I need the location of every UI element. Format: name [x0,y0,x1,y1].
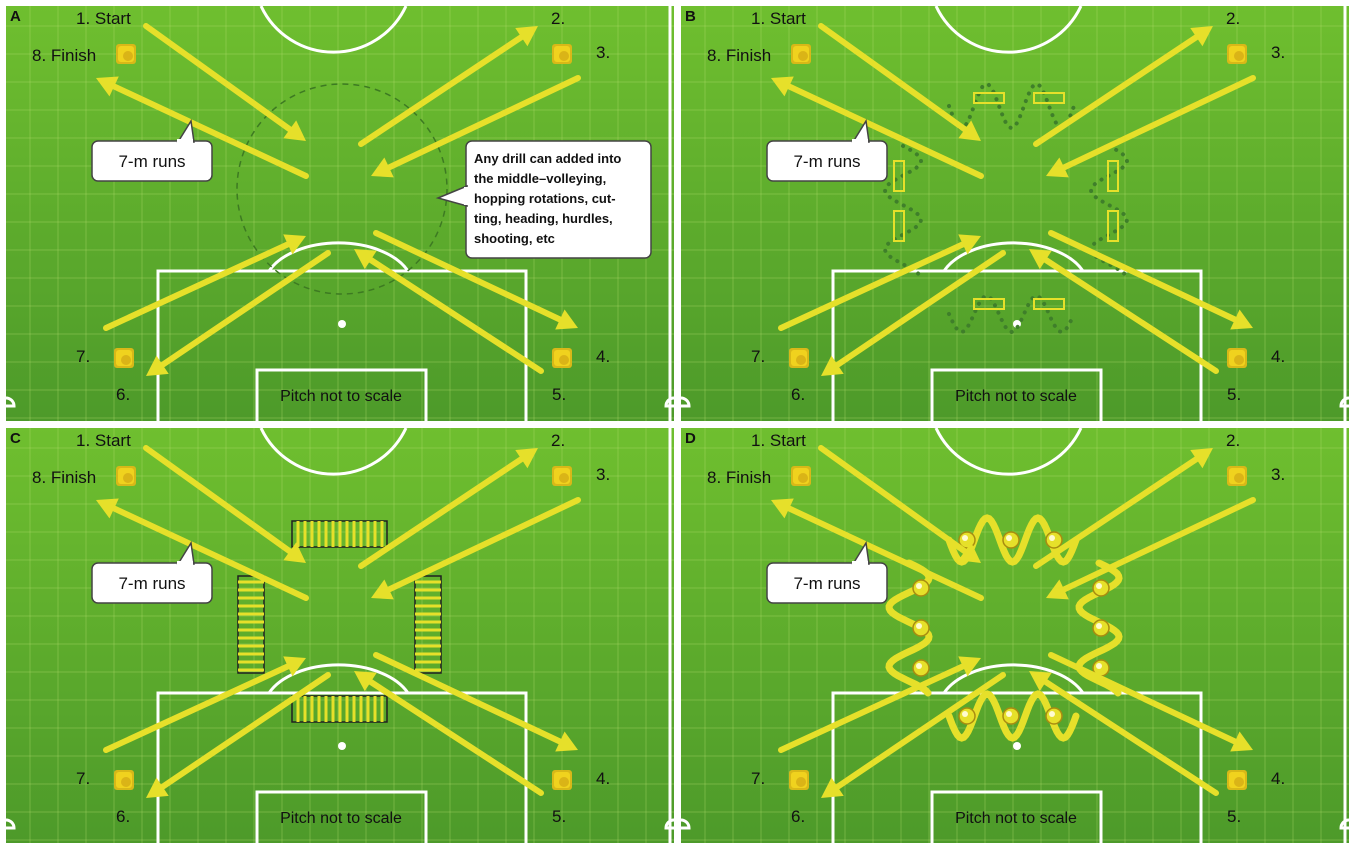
cone-icon [789,770,809,790]
label-finish: 8. Finish [32,46,96,65]
pitch-note: Pitch not to scale [280,810,402,827]
ball-icon [1003,532,1019,548]
cone-icon [1227,348,1247,368]
label-cone-7: 7. [751,347,765,366]
label-cone-5: 5. [552,807,566,826]
label-cone-3: 3. [596,465,610,484]
label-finish: 8. Finish [707,46,771,65]
label-cone-7: 7. [76,769,90,788]
label-cone-4: 4. [596,347,610,366]
label-finish: 8. Finish [32,468,96,487]
label-finish: 8. Finish [707,468,771,487]
cone-icon [114,348,134,368]
label-cone-5: 5. [1227,807,1241,826]
ball-icon [1003,708,1019,724]
panel-c: 1. Start 8. Finish 2. 3. 4. 5. 6. 7. C Pitch not … [6,428,674,843]
penalty-spot [338,742,346,750]
label-cone-5: 5. [552,385,566,404]
panel-b: 1. Start 8. Finish 2. 3. 4. 5. 6. 7. B Pitch not … [681,6,1349,421]
label-cone-6: 6. [116,385,130,404]
cone-icon [552,44,572,64]
panel-letter: C [10,430,21,447]
label-cone-2: 2. [551,431,565,450]
label-cone-6: 6. [791,807,805,826]
label-cone-6: 6. [116,807,130,826]
label-cone-7: 7. [751,769,765,788]
pitch-note: Pitch not to scale [955,388,1077,405]
label-cone-6: 6. [791,385,805,404]
callout-text: 7-m runs [118,152,185,171]
ball-icon [913,580,929,596]
penalty-spot [338,320,346,328]
penalty-spot [1013,742,1021,750]
cone-icon [1227,44,1247,64]
pitch-background [681,6,1349,421]
cone-icon [791,466,811,486]
panel-letter: D [685,430,696,447]
cone-icon [789,348,809,368]
label-cone-5: 5. [1227,385,1241,404]
label-cone-4: 4. [1271,769,1285,788]
label-cone-2: 2. [1226,431,1240,450]
ball-icon [913,660,929,676]
cone-icon [114,770,134,790]
label-cone-4: 4. [596,769,610,788]
label-start: 1. Start [751,9,806,28]
cone-icon [552,770,572,790]
panel-d: 1. Start 8. Finish 2. 3. 4. 5. 6. 7. D Pitch not … [681,428,1349,843]
label-start: 1. Start [751,431,806,450]
callout-text: 7-m runs [793,574,860,593]
cone-icon [552,466,572,486]
label-cone-4: 4. [1271,347,1285,366]
label-cone-2: 2. [551,9,565,28]
cone-icon [552,348,572,368]
label-cone-2: 2. [1226,9,1240,28]
ball-icon [1093,620,1109,636]
label-start: 1. Start [76,431,131,450]
drill-note: Any drill can added into the middle–volle… [438,141,651,258]
label-cone-7: 7. [76,347,90,366]
cone-icon [1227,466,1247,486]
note-line: shooting, etc [474,231,555,246]
panel-letter: B [685,8,696,25]
pitch-background [681,428,1349,843]
cone-icon [116,44,136,64]
label-cone-3: 3. [596,43,610,62]
callout-text: 7-m runs [793,152,860,171]
note-line: Any drill can added into [474,151,621,166]
cone-icon [116,466,136,486]
panel-letter: A [10,8,21,25]
label-start: 1. Start [76,9,131,28]
ball-icon [1046,532,1062,548]
ball-icon [913,620,929,636]
pitch-note: Pitch not to scale [280,388,402,405]
callout-text: 7-m runs [118,574,185,593]
ball-icon [959,708,975,724]
note-line: hopping rotations, cut- [474,191,616,206]
label-cone-3: 3. [1271,465,1285,484]
ball-icon [1046,708,1062,724]
cone-icon [791,44,811,64]
ball-icon [1093,580,1109,596]
note-line: ting, heading, hurdles, [474,211,613,226]
cone-icon [1227,770,1247,790]
note-line: the middle–volleying, [474,171,606,186]
label-cone-3: 3. [1271,43,1285,62]
pitch-note: Pitch not to scale [955,810,1077,827]
panel-a: 1. Start 8. Finish 2. 3. 4. 5. 6. 7. A Pitch not … [6,6,674,421]
pitch-background [6,428,674,843]
